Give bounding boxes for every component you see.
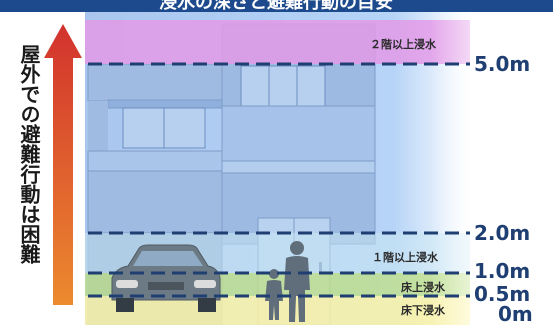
level-label-5m: 5.0m (474, 52, 531, 76)
level-label-1m: 1.0m (474, 259, 531, 283)
zone-2f-band (85, 20, 470, 64)
level-lines (88, 62, 470, 298)
level-label-0m: 0m (498, 302, 533, 326)
zone-label-2f: ２階以上浸水 (370, 38, 436, 51)
side-label: 屋外での避難行動は困難 (17, 44, 41, 264)
header-banner (0, 0, 553, 12)
header-title: 浸水の深さと避難行動の目安 (159, 0, 393, 13)
car-illustration (111, 244, 221, 312)
zone-label-1f: １階以上浸水 (372, 251, 438, 264)
zone-label-yukashita: 床下浸水 (401, 304, 445, 317)
level-label-2m: 2.0m (474, 221, 531, 245)
upward-arrow (44, 24, 82, 305)
level-label-05m: 0.5m (474, 282, 531, 306)
zone-label-yukaue: 床上浸水 (401, 281, 445, 294)
